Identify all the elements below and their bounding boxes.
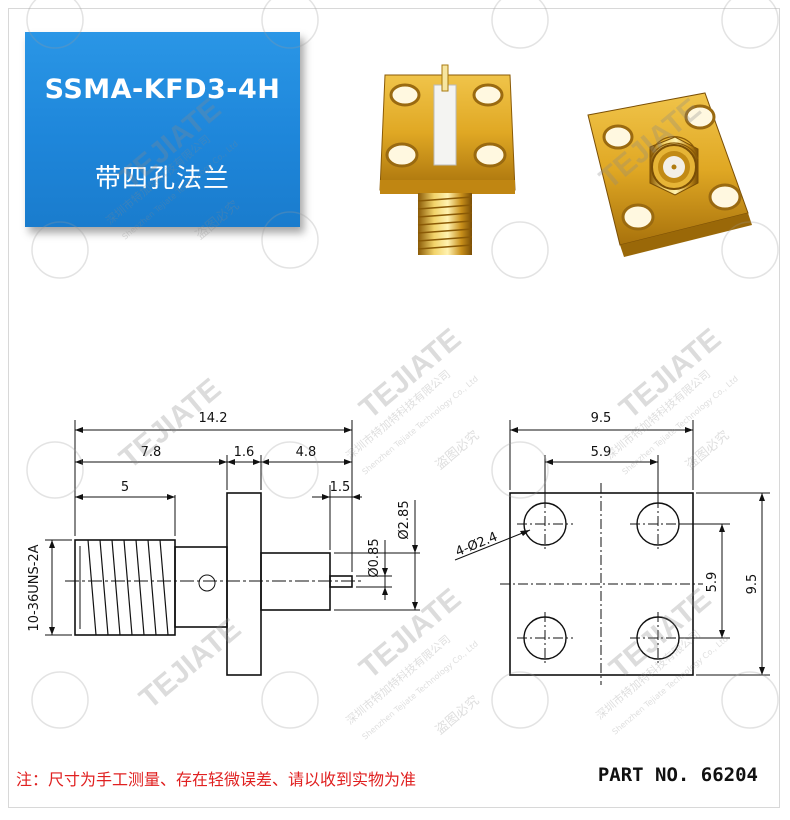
dim-pin-section: 4.8 bbox=[296, 445, 317, 460]
dim-pin-tip: 1.5 bbox=[330, 480, 351, 495]
dim-flange-thickness: 1.6 bbox=[234, 445, 255, 460]
dim-hole-spacing-horizontal: 5.9 bbox=[591, 445, 612, 460]
dim-insulator-diameter: Ø2.85 bbox=[397, 500, 412, 539]
connector-side-photo bbox=[379, 64, 516, 255]
dim-thread-spec: 10-36UNS-2A bbox=[27, 544, 42, 631]
title-card: SSMA-KFD3-4H 带四孔法兰 bbox=[25, 32, 300, 227]
connector-front-photo bbox=[587, 92, 752, 257]
dim-hole-spacing-vertical: 5.9 bbox=[705, 572, 720, 593]
part-number: PART NO. 66204 bbox=[597, 764, 758, 786]
dim-overall-length: 14.2 bbox=[199, 411, 228, 426]
dim-flange-height: 9.5 bbox=[745, 574, 760, 595]
dim-thread-length: 5 bbox=[121, 480, 129, 495]
dim-thread-to-flange: 7.8 bbox=[141, 445, 162, 460]
dim-flange-width: 9.5 bbox=[591, 411, 612, 426]
dim-hole-callout: 4-Ø2.4 bbox=[454, 530, 500, 560]
product-subtitle: 带四孔法兰 bbox=[94, 164, 230, 194]
measurement-note: 注：尺寸为手工测量、存在轻微误差、请以收到实物为准 bbox=[16, 770, 417, 789]
product-model: SSMA-KFD3-4H bbox=[44, 74, 281, 105]
dim-pin-diameter: Ø0.85 bbox=[367, 538, 382, 577]
